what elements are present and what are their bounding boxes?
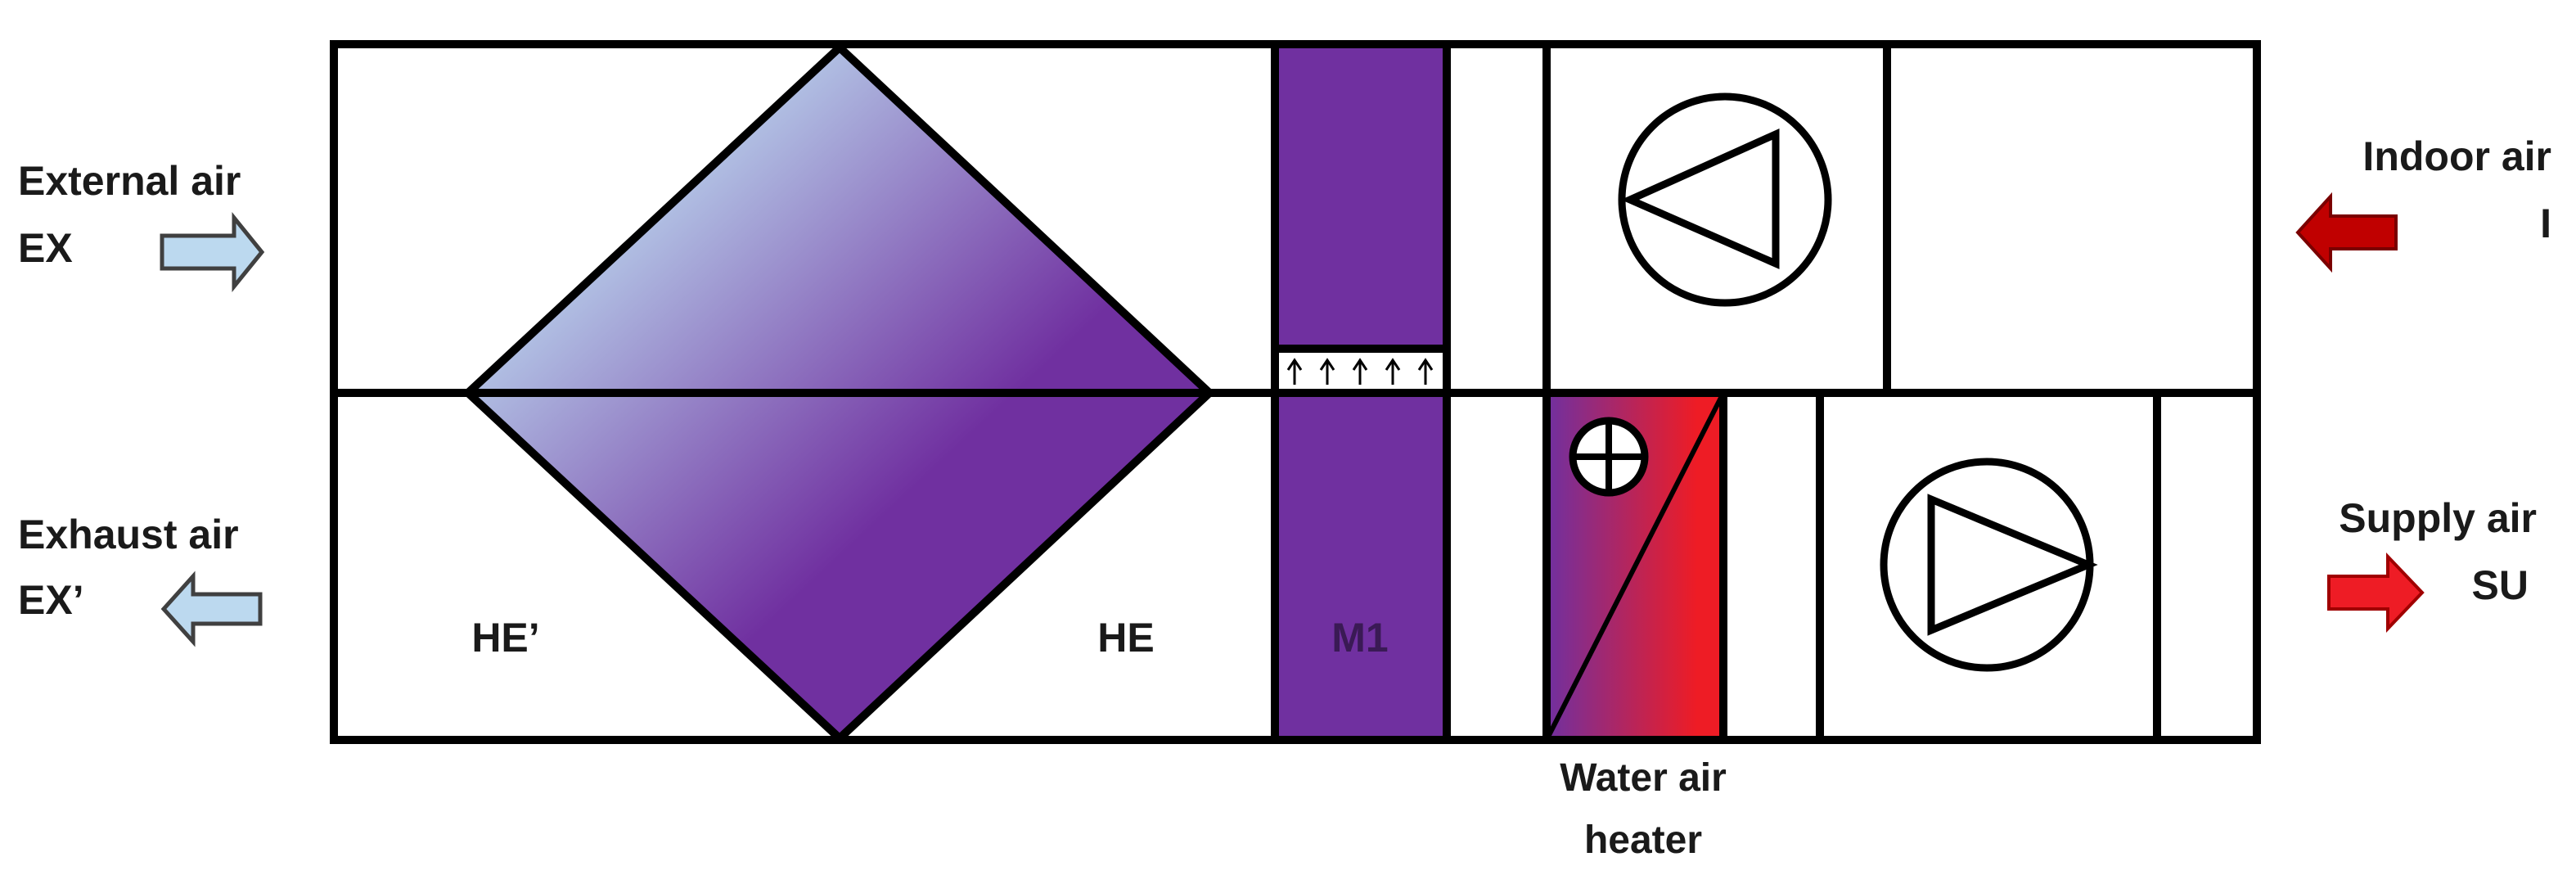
arrow-right-icon [2327, 552, 2425, 633]
fan-icon [1618, 92, 1832, 307]
unit-frame [330, 40, 2261, 744]
supply-air-label: Supply air [2339, 495, 2537, 541]
plus-icon [1569, 417, 1649, 497]
arrow-left-icon [160, 571, 263, 647]
arrow-right-icon [160, 211, 265, 293]
exhaust-air-label: Exhaust air [18, 512, 239, 557]
heater-label-line2: heater [1584, 819, 1702, 862]
heat-exchanger-in-label: HE’ [471, 615, 539, 661]
indoor-air-code: I [2540, 201, 2551, 246]
external-air-code: EX [18, 225, 73, 271]
heater-label-line1: Water air [1560, 756, 1727, 800]
supply-air-code: SU [2472, 562, 2529, 608]
indoor-air-label: Indoor air [2362, 133, 2551, 179]
heater-diagonal [1544, 391, 1726, 742]
fan-icon [1880, 458, 2098, 672]
external-air-label: External air [18, 158, 241, 204]
exhaust-air-code: EX’ [18, 577, 84, 623]
module-m1-label: M1 [1331, 615, 1388, 661]
filter-arrows [1286, 358, 1434, 385]
arrow-left-icon [2295, 192, 2398, 273]
heat-exchanger-out-label: HE [1097, 615, 1154, 661]
module-m1-bottom [1275, 393, 1447, 740]
module-m1-top [1275, 44, 1447, 349]
